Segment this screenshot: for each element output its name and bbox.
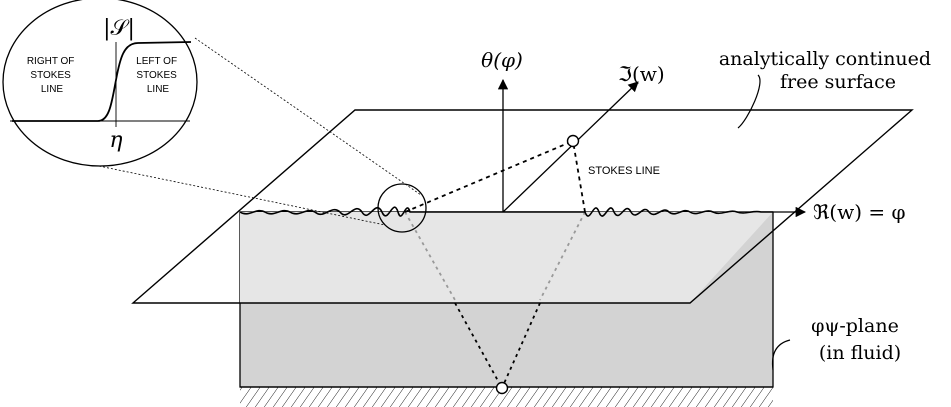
inset-x-label: η: [109, 128, 122, 153]
free-surface-leader: [737, 74, 761, 129]
stokes-line-label: STOKES LINE: [588, 165, 660, 177]
sea-bed: [240, 387, 773, 407]
right-of-line-2: STOKES: [30, 70, 71, 81]
plane-label: φψ-plane (in fluid): [811, 315, 905, 364]
left-of-line-2: STOKES: [136, 70, 177, 81]
theta-axis-label: θ(φ): [481, 48, 523, 72]
stokes-multiplier-curve: [12, 41, 192, 122]
real-axis-label: ℜ(w) = φ: [813, 200, 905, 224]
left-of-line-1: LEFT OF: [136, 56, 177, 67]
singularity-lines: [404, 140, 586, 213]
right-of-line-3: LINE: [41, 84, 64, 95]
plane-label-line-2: (in fluid): [819, 342, 901, 364]
bed-singularity-point: [495, 381, 509, 395]
left-of-line-3: LINE: [147, 84, 170, 95]
right-of-line-1: RIGHT OF: [27, 56, 75, 67]
left-of-stokes-label: LEFT OF STOKES LINE: [136, 56, 180, 95]
bed-projection-grey: [404, 211, 586, 301]
free-surface-label-line-2: free surface: [780, 71, 896, 93]
inset-y-label: |𝒮|: [103, 16, 135, 41]
plane-leader: [771, 339, 791, 371]
plane-label-line-1: φψ-plane: [811, 315, 899, 337]
inset-plot: |𝒮| η RIGHT OF STOKES LINE LEFT OF STOKE…: [2, 0, 198, 167]
fluid-upper-shade: [240, 212, 773, 303]
free-surface-waves: [239, 206, 773, 217]
free-surface-label-line-1: analytically continued: [719, 48, 931, 70]
free-surface-label: analytically continued free surface: [719, 48, 937, 93]
zoom-circle: [377, 183, 427, 233]
imag-axis: [502, 81, 639, 213]
free-surface-plane: [131, 109, 914, 304]
axes: [497, 78, 807, 218]
bed-projection-black: [454, 302, 541, 389]
right-of-stokes-label: RIGHT OF STOKES LINE: [27, 56, 77, 95]
imag-axis-label: ℑ(w): [618, 62, 665, 86]
inset-ellipse: [2, 0, 198, 167]
zoom-projection-lines: [59, 37, 422, 226]
complex-singularity-point: [566, 134, 580, 148]
fluid-region: [239, 211, 774, 407]
